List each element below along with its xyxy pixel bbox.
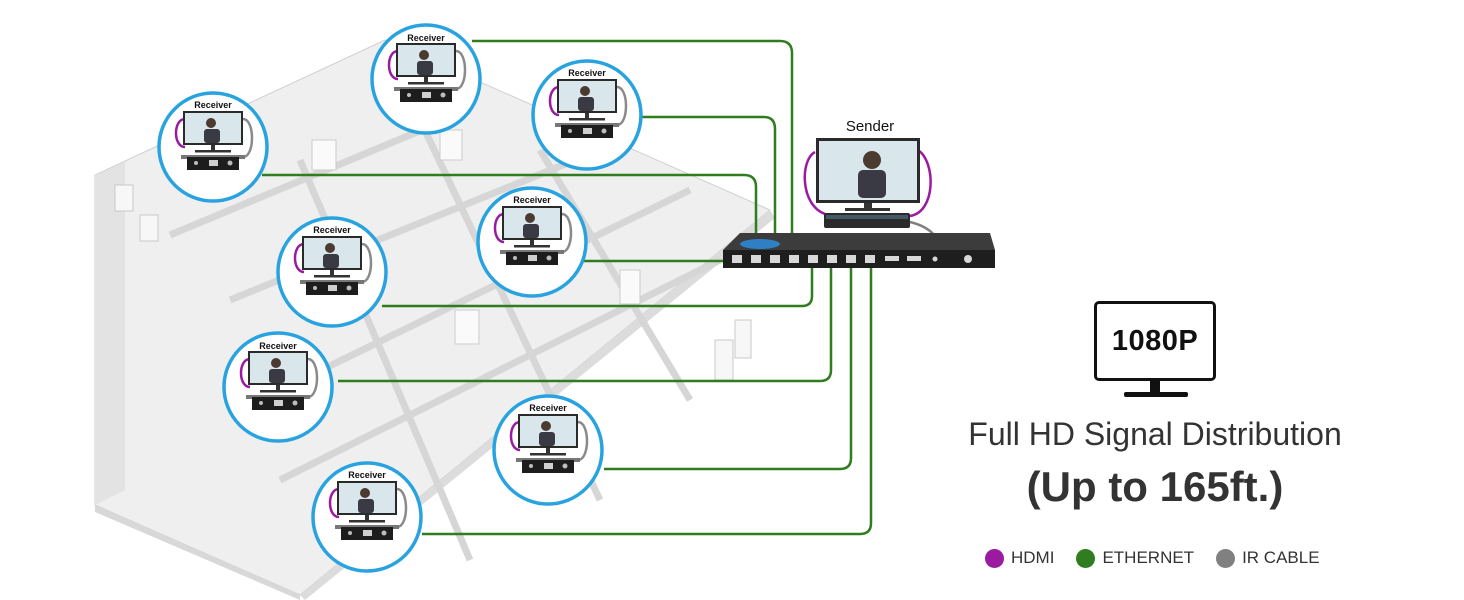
legend: HDMI ETHERNET IR CABLE bbox=[985, 548, 1342, 568]
svg-text:Receiver: Receiver bbox=[194, 100, 232, 110]
resolution-badge-text: 1080P bbox=[1111, 324, 1199, 357]
svg-text:Receiver: Receiver bbox=[407, 33, 445, 43]
svg-text:Receiver: Receiver bbox=[313, 225, 351, 235]
headline: Full HD Signal Distribution bbox=[968, 416, 1342, 452]
sender-device bbox=[803, 138, 932, 228]
ir-dot-icon bbox=[1216, 548, 1236, 568]
svg-text:Receiver: Receiver bbox=[568, 68, 606, 78]
legend-label: HDMI bbox=[1011, 548, 1055, 567]
monitor-base bbox=[1124, 392, 1188, 397]
legend-label: ETHERNET bbox=[1102, 548, 1195, 567]
receiver-6: Receiver bbox=[222, 331, 334, 443]
legend-item-ir-cable: IR CABLE bbox=[1216, 548, 1320, 568]
svg-text:Receiver: Receiver bbox=[259, 341, 297, 351]
receiver-7: Receiver bbox=[492, 394, 604, 506]
svg-text:Receiver: Receiver bbox=[529, 403, 567, 413]
receiver-1: Receiver bbox=[370, 23, 482, 135]
subline: (Up to 165ft.) bbox=[1026, 463, 1284, 510]
receiver-5: Receiver bbox=[276, 216, 388, 328]
receiver-4: Receiver bbox=[476, 186, 588, 298]
resolution-monitor-icon: 1080P bbox=[1094, 301, 1216, 381]
distribution-box bbox=[723, 233, 995, 268]
receiver-2: Receiver bbox=[531, 59, 643, 171]
ethernet-cables bbox=[262, 39, 873, 536]
legend-item-hdmi: HDMI bbox=[985, 548, 1054, 568]
svg-text:Receiver: Receiver bbox=[348, 470, 386, 480]
legend-label: IR CABLE bbox=[1242, 548, 1320, 567]
receiver-8: Receiver bbox=[311, 461, 423, 573]
svg-text:Receiver: Receiver bbox=[513, 195, 551, 205]
sender-label: Sender bbox=[845, 118, 895, 135]
legend-item-ethernet: ETHERNET bbox=[1076, 548, 1194, 568]
ethernet-dot-icon bbox=[1076, 548, 1096, 568]
receiver-3: Receiver bbox=[157, 91, 269, 203]
monitor-stand bbox=[1150, 381, 1160, 393]
hdmi-dot-icon bbox=[985, 548, 1004, 568]
